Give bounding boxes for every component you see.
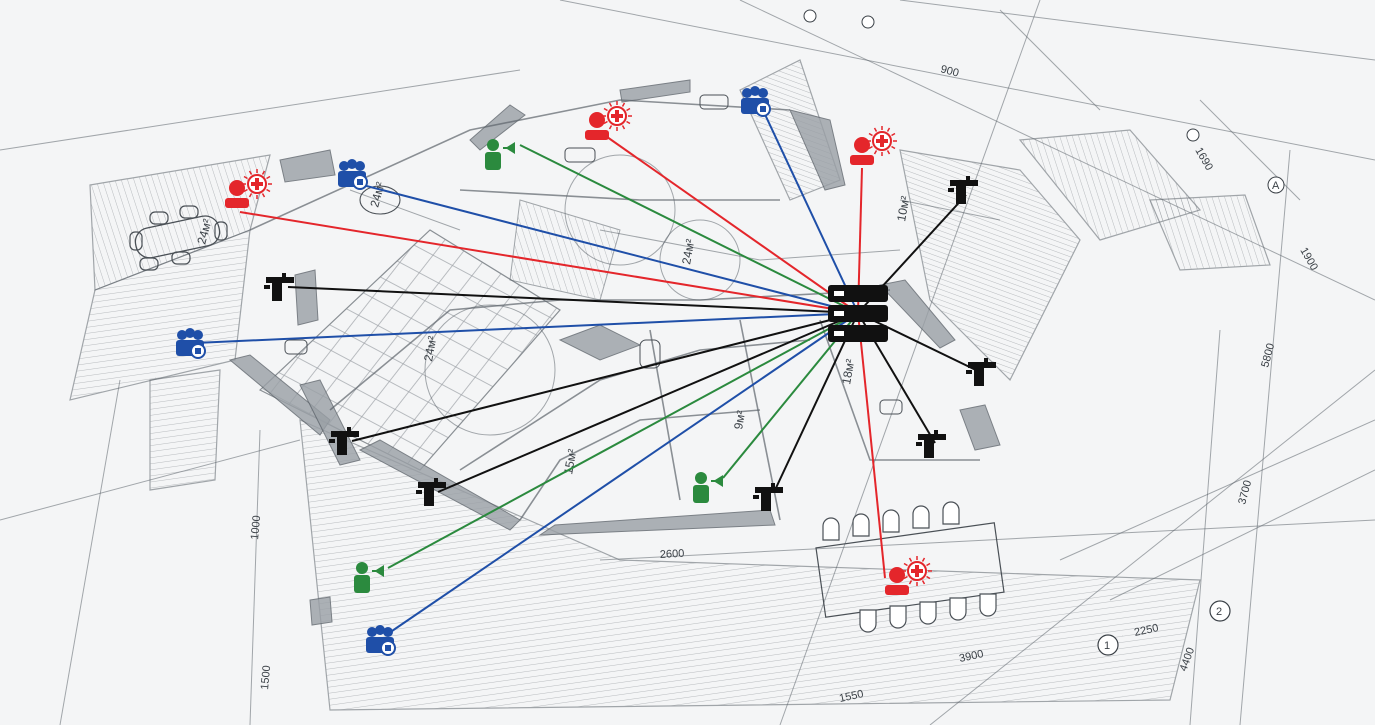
alarm-cross-icon — [242, 169, 272, 199]
room-area-label: 24м² — [421, 335, 439, 363]
walls — [228, 79, 1001, 626]
camera-connection-line — [774, 312, 859, 491]
person-medical-alarm-icon — [850, 126, 897, 165]
security-camera-icon — [966, 358, 996, 386]
dimension-label: 3700 — [1236, 479, 1254, 506]
person-medical-alarm-icon — [225, 169, 272, 208]
person-speaker-icon — [354, 562, 384, 593]
medical-alarm-connection-line — [239, 211, 859, 314]
dimension-label: 5800 — [1259, 342, 1277, 369]
axis-label: A — [1272, 180, 1280, 192]
group-terminal-icon — [176, 328, 206, 359]
group-terminal-connection-line — [194, 312, 859, 344]
medical-alarm-connection-line — [857, 312, 886, 579]
dimension-label: 2250 — [1133, 622, 1159, 639]
dimension-label: 3900 — [958, 648, 984, 665]
dimension-label: 1500 — [259, 665, 273, 690]
alarm-cross-icon — [602, 101, 632, 131]
camera-connection-line — [287, 286, 859, 314]
security-camera-icon — [329, 427, 359, 455]
axis-label: 2 — [1216, 606, 1222, 618]
terrace-outline — [69, 59, 1271, 711]
security-camera-icon — [948, 176, 978, 204]
group-terminal-connection-line — [391, 312, 859, 632]
person-speaker-icon — [693, 472, 723, 503]
room-area-label: 24м² — [679, 238, 697, 266]
room-area-label: 9м² — [731, 409, 748, 430]
alarm-cross-icon — [867, 126, 897, 156]
room-area-label: 15м² — [561, 448, 579, 476]
group-terminal-icon — [741, 86, 771, 117]
grid-axis-markers: 1 2 A — [803, 9, 1285, 656]
person-medical-alarm-icon — [585, 101, 632, 140]
axis-label: 1 — [1104, 640, 1110, 652]
group-terminal-connection-line — [761, 107, 859, 314]
alarm-cross-icon — [902, 556, 932, 586]
furniture — [129, 94, 1005, 633]
camera-connection-line — [351, 312, 859, 442]
plan-labels: 1550 3900 2250 4400 3700 5800 1900 1690 … — [194, 63, 1320, 705]
security-camera-icon — [416, 478, 446, 506]
dimension-label: 1900 — [1297, 246, 1320, 273]
dimension-label: 2600 — [660, 548, 685, 561]
dimension-label: 1690 — [1192, 146, 1215, 173]
dimension-label: 1000 — [249, 515, 263, 540]
camera-connection-line — [437, 312, 859, 493]
person-speaker-icon — [485, 139, 515, 170]
room-area-label: 24м² — [194, 217, 214, 245]
room-area-label: 18м² — [839, 358, 857, 386]
speaker-connection-line — [387, 312, 859, 569]
device-icons — [176, 86, 996, 656]
dimension-label: 900 — [939, 63, 960, 79]
group-terminal-icon — [366, 625, 396, 656]
camera-connection-line — [857, 312, 983, 374]
room-area-label: 10м² — [894, 195, 912, 223]
person-medical-alarm-icon — [885, 556, 932, 595]
group-terminal-icon — [338, 159, 368, 190]
dimension-label: 1550 — [838, 688, 864, 705]
security-camera-icon — [916, 430, 946, 458]
server-rack-icon — [828, 285, 888, 342]
speaker-connection-line — [519, 144, 859, 314]
group-terminal-connection-line — [354, 182, 859, 314]
security-camera-icon — [753, 483, 783, 511]
medical-alarm-connection-line — [599, 131, 859, 314]
room-area-label: 24м² — [367, 180, 387, 208]
security-camera-icon — [264, 273, 294, 301]
